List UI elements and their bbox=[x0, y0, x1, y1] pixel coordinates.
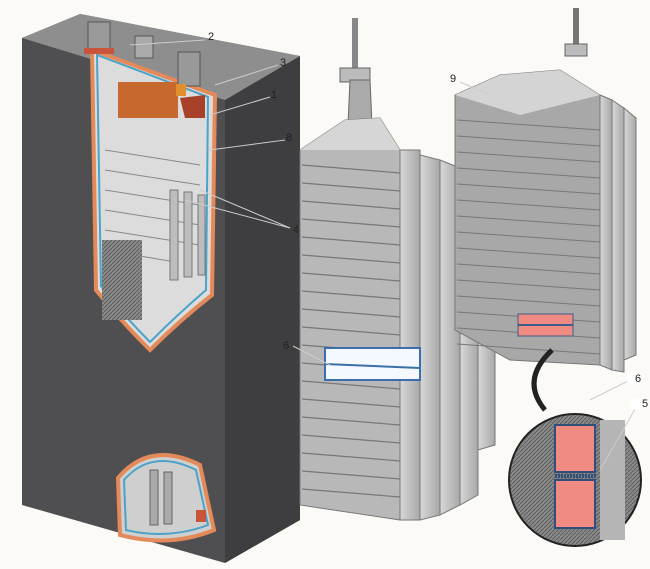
label-9: 9 bbox=[450, 73, 457, 85]
label-6-left: 6 bbox=[283, 340, 290, 352]
plate-rib bbox=[301, 326, 401, 336]
plate-rib bbox=[456, 167, 601, 179]
plate-rib bbox=[456, 119, 601, 131]
plate-rib bbox=[456, 135, 601, 147]
plate-rib bbox=[301, 470, 401, 480]
label-5: 5 bbox=[642, 398, 649, 410]
plate-rib bbox=[456, 279, 601, 291]
plate-rib bbox=[456, 183, 601, 195]
plate-rib bbox=[301, 416, 401, 426]
plate-rib bbox=[301, 434, 401, 444]
battery-cell-cutaway bbox=[22, 14, 300, 563]
label-4: 4 bbox=[293, 224, 300, 236]
plate-rib bbox=[456, 343, 601, 355]
label-8: 8 bbox=[286, 132, 293, 144]
plate-rib bbox=[456, 215, 601, 227]
plate-rib bbox=[301, 236, 401, 246]
plate-rib bbox=[301, 290, 401, 300]
plate-rib bbox=[301, 488, 401, 498]
label-dot bbox=[631, 398, 643, 410]
plate-rib bbox=[456, 247, 601, 259]
plate-rib bbox=[301, 218, 401, 228]
leader-lines bbox=[129, 39, 639, 471]
label-2: 2 bbox=[208, 31, 215, 43]
plate-rib bbox=[301, 164, 401, 174]
plate-rib bbox=[456, 263, 601, 275]
plate-rib bbox=[301, 200, 401, 210]
plate-rib bbox=[456, 295, 601, 307]
label-dot bbox=[626, 372, 638, 384]
plate-rib bbox=[301, 272, 401, 282]
plate-rib bbox=[301, 380, 401, 390]
plate-rib bbox=[301, 182, 401, 192]
plate-rib bbox=[301, 452, 401, 462]
plate-rib bbox=[456, 151, 601, 163]
plate-rib bbox=[456, 199, 601, 211]
plate-rib bbox=[456, 231, 601, 243]
label-1: 1 bbox=[271, 89, 278, 101]
plate-rib bbox=[301, 308, 401, 318]
label-6-right: 6 bbox=[635, 373, 642, 385]
plate-rib bbox=[301, 254, 401, 264]
label-3: 3 bbox=[280, 57, 287, 69]
positive-plate-pack bbox=[454, 8, 642, 547]
plate-rib bbox=[301, 398, 401, 408]
